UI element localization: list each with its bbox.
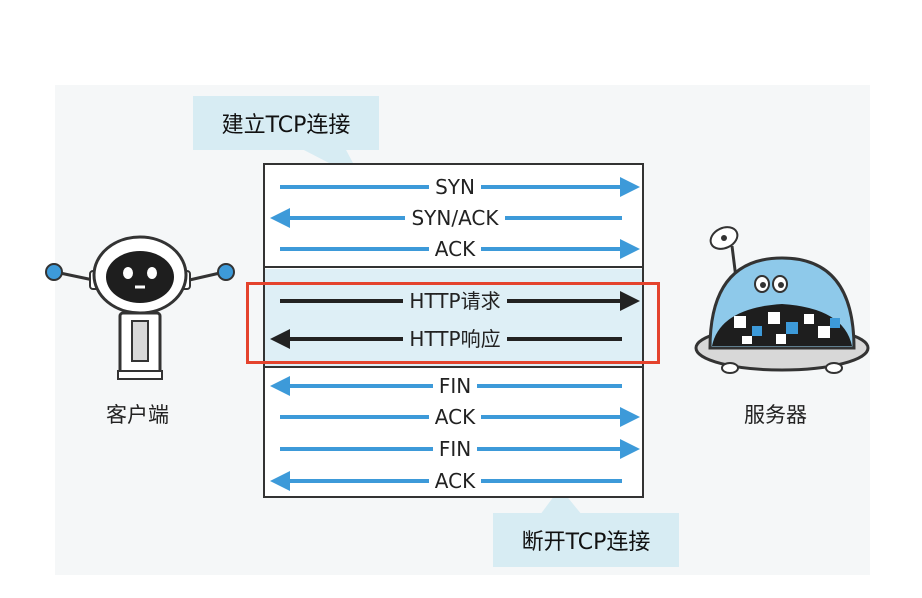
message-label: ACK — [428, 237, 482, 261]
message-label: HTTP请求 — [403, 289, 507, 313]
arrow-right-icon — [620, 239, 640, 259]
arrow-right-icon — [620, 407, 640, 427]
arrow-left-icon — [270, 471, 290, 491]
client-robot-icon — [45, 235, 235, 380]
arrow-left-icon — [270, 329, 290, 349]
arrow-left-icon — [270, 208, 290, 228]
http-message-1: HTTP请求 — [270, 288, 640, 314]
message-label: SYN — [429, 175, 481, 199]
handshake-message-1: SYN — [270, 174, 640, 200]
message-label: HTTP响应 — [403, 327, 507, 351]
message-label: ACK — [428, 469, 482, 493]
client-label: 客户端 — [106, 403, 169, 427]
arrow-right-icon — [620, 177, 640, 197]
teardown-message-4: ACK — [270, 468, 640, 494]
arrow-left-icon — [270, 376, 290, 396]
callout-bottom-pointer — [540, 488, 582, 515]
message-label: SYN/ACK — [405, 206, 505, 230]
handshake-message-3: ACK — [270, 236, 640, 262]
teardown-message-3: FIN — [270, 436, 640, 462]
http-highlight-box — [246, 282, 660, 364]
message-label: FIN — [432, 437, 478, 461]
callout-close-tcp: 断开TCP连接 — [493, 513, 679, 567]
message-label: FIN — [432, 374, 478, 398]
arrow-right-icon — [620, 439, 640, 459]
callout-establish-tcp: 建立TCP连接 — [193, 96, 379, 150]
message-label: ACK — [428, 405, 482, 429]
handshake-message-2: SYN/ACK — [270, 205, 640, 231]
http-message-2: HTTP响应 — [270, 326, 640, 352]
arrow-right-icon — [620, 291, 640, 311]
server-robot-icon — [694, 226, 870, 374]
teardown-message-2: ACK — [270, 404, 640, 430]
teardown-message-1: FIN — [270, 373, 640, 399]
server-label: 服务器 — [744, 403, 807, 427]
frame-divider-bottom — [263, 366, 644, 368]
frame-divider-top — [263, 266, 644, 268]
